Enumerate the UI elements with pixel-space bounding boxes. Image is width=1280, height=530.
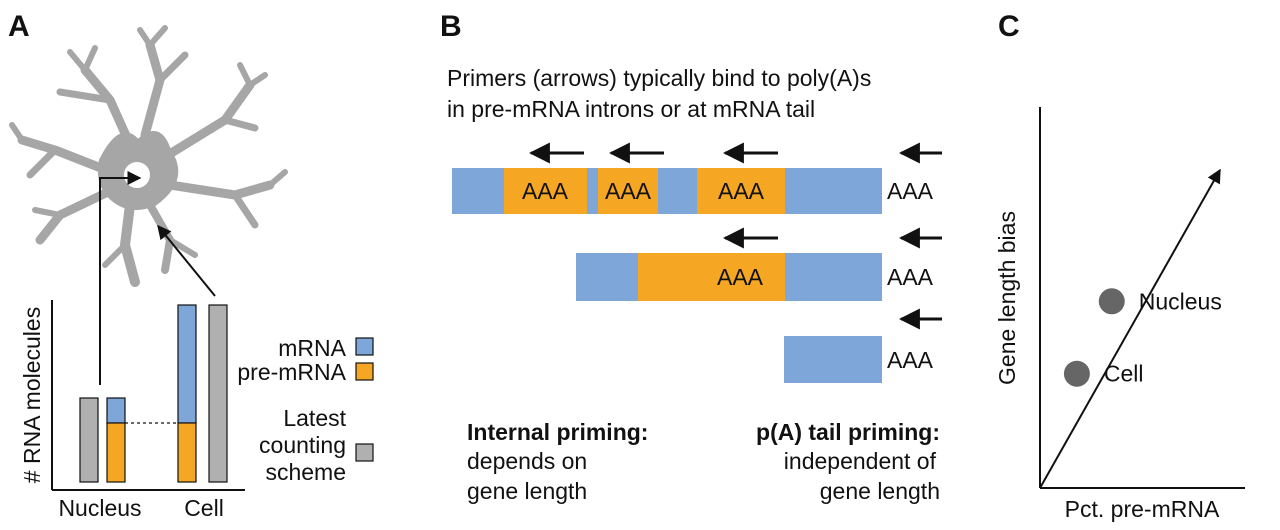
tail-priming-line1: independent of	[784, 448, 937, 474]
point-label-cell: Cell	[1104, 361, 1144, 387]
transcript-2-intron	[638, 253, 785, 301]
aaa-tail-label: AAA	[887, 347, 934, 373]
point-label-nucleus: Nucleus	[1139, 288, 1222, 314]
aaa-tail-label: AAA	[887, 264, 934, 290]
panel-b-title-line1: Primers (arrows) typically bind to poly(…	[447, 65, 871, 91]
transcript-1-intron-1	[504, 168, 587, 214]
nucleus-pre-mrna-bar	[106, 422, 126, 483]
x-label-nucleus: Nucleus	[58, 495, 141, 521]
transcript-1-intron-3	[697, 168, 785, 214]
cell-pointer-arrow	[157, 224, 216, 297]
legend-latest-line3: scheme	[265, 459, 346, 485]
nucleus-pointer-arrow	[99, 171, 142, 385]
panel-a-y-axis-label: # RNA molecules	[19, 307, 45, 483]
point-nucleus	[1098, 288, 1125, 315]
nucleus-latest-bar	[79, 397, 99, 483]
panel-c-y-axis-label: Gene length bias	[994, 211, 1020, 385]
internal-priming-title: Internal priming:	[467, 419, 648, 445]
panel-b-label: B	[440, 10, 462, 43]
legend-latest-line2: counting	[259, 432, 346, 458]
neuron-icon	[9, 25, 288, 287]
internal-priming-line1: depends on	[467, 448, 587, 474]
x-label-cell: Cell	[184, 495, 224, 521]
panel-b-title-line2: in pre-mRNA introns or at mRNA tail	[447, 96, 815, 122]
aaa-tail-label: AAA	[887, 178, 934, 204]
panel-a-label: A	[8, 10, 30, 43]
tail-priming-line2: gene length	[820, 478, 940, 504]
legend-mrna-label: mRNA	[278, 335, 346, 361]
panel-a-legend: mRNA pre-mRNA Latest counting scheme	[237, 335, 374, 485]
legend-pre-mrna-label: pre-mRNA	[237, 359, 346, 385]
cell-latest-bar	[208, 304, 228, 483]
legend-mrna-swatch	[355, 337, 374, 356]
aaa-label: AAA	[522, 178, 569, 204]
cell-mrna-bar	[177, 304, 197, 424]
legend-latest-line1: Latest	[283, 405, 346, 431]
tail-priming-title: p(A) tail priming:	[756, 419, 940, 445]
aaa-label: AAA	[605, 178, 652, 204]
transcript-3: AAA	[784, 308, 942, 383]
aaa-label: AAA	[718, 178, 765, 204]
transcript-3-mrna	[784, 336, 882, 383]
transcript-2: AAA AAA	[576, 227, 942, 301]
trend-arrow	[1039, 168, 1221, 489]
legend-latest-swatch	[355, 443, 374, 462]
legend-pre-mrna-swatch	[355, 362, 374, 381]
cell-pre-mrna-bar	[177, 422, 197, 483]
aaa-label: AAA	[717, 264, 764, 290]
panel-c-points: Cell Nucleus	[1063, 288, 1222, 387]
panel-c-x-axis-label: Pct. pre-mRNA	[1065, 496, 1220, 522]
nucleus-mrna-bar	[106, 397, 126, 424]
point-cell	[1063, 360, 1090, 387]
panel-c-label: C	[998, 10, 1020, 43]
transcript-1-intron-2	[598, 168, 658, 214]
internal-priming-line2: gene length	[467, 478, 587, 504]
transcript-1: AAA AAA AAA AAA	[452, 142, 942, 214]
